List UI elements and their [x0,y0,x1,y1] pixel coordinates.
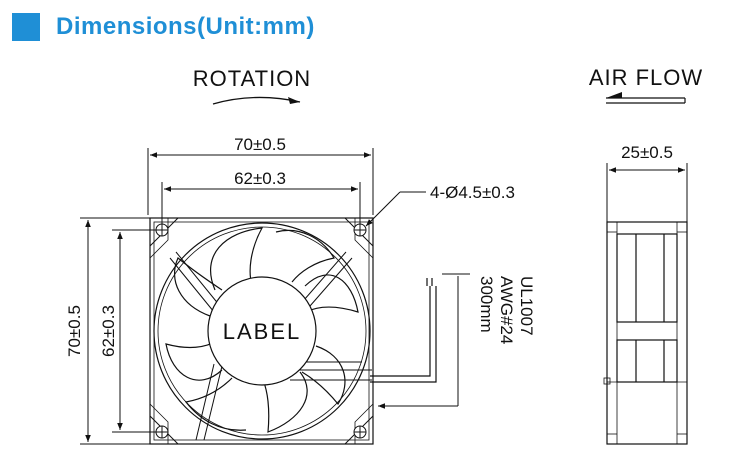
rotation-arrowhead [288,97,300,104]
hole-pitch-height-dimension [112,229,160,433]
rotation-label: ROTATION [193,66,311,91]
section-header: Dimensions(Unit:mm) [12,10,315,44]
rotation-arc [212,96,301,105]
mount-hole-leader [365,191,426,227]
header-bullet-square [12,13,40,41]
outer-height-text: 70±0.5 [65,305,84,357]
fan-label-text: LABEL [223,319,302,344]
wire-spec-line3: 300mm [477,276,496,333]
fan-front-view [149,217,374,445]
outer-width-text: 70±0.5 [234,135,286,154]
wire-spec: UL1007 AWG#24 300mm [477,276,536,344]
mount-hole-icon [155,223,367,439]
outer-height-dimension [80,217,150,445]
section-title: Dimensions(Unit:mm) [56,13,315,40]
mount-hole-text: 4-Ø4.5±0.3 [430,183,515,202]
fan-side-view [603,221,688,445]
outer-width-dimension [147,148,374,215]
wire-spec-line1: UL1007 [517,276,536,336]
hole-pitch-width-text: 62±0.3 [234,169,286,188]
depth-dimension [606,163,688,222]
wire-spec-line2: AWG#24 [497,276,516,344]
air-flow-label: AIR FLOW [589,65,703,90]
depth-text: 25±0.5 [621,143,673,162]
wire-length-dimension [378,273,470,409]
hole-pitch-height-text: 62±0.3 [99,305,118,357]
air-flow-arrow [606,92,686,104]
lead-wires [370,278,437,383]
